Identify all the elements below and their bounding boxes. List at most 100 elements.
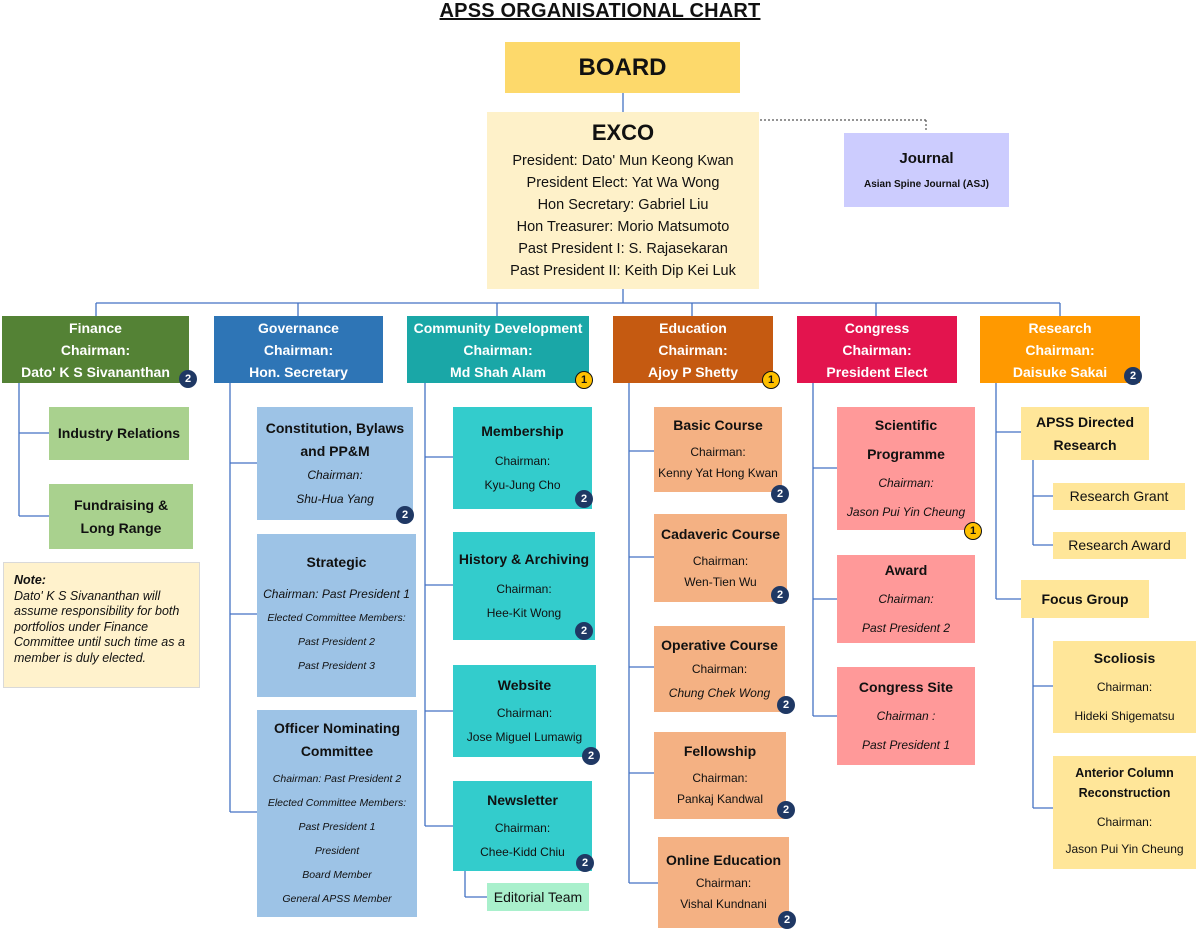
award-role: Chairman: [878, 591, 934, 606]
fellowship-role: Chairman: [692, 771, 748, 785]
research-name: Research [1028, 319, 1092, 336]
note-heading: Note: [14, 573, 46, 587]
site-title: Congress Site [858, 678, 954, 695]
constitution-person: Shu-Hua Yang [296, 491, 374, 506]
nominating-elected: Elected Committee Members: [267, 796, 407, 809]
badge-one: 1 [762, 371, 780, 389]
online-role: Chairman: [695, 876, 752, 890]
journal-title: Journal [899, 150, 954, 167]
cadaveric-course-box: Cadaveric Course Chairman: Wen-Tien Wu 2 [654, 514, 789, 604]
membership-role: Chairman: [494, 454, 551, 468]
newsletter-person: Chee-Kidd Chiu [480, 845, 565, 859]
badge-two: 2 [1124, 367, 1142, 385]
badge-two: 2 [576, 854, 594, 872]
site-person: Past President 1 [861, 737, 951, 752]
online-title: Online Education [665, 852, 782, 868]
basic-title: Basic Course [673, 417, 763, 433]
scientific-programme-box: Scientific Programme Chairman: Jason Pui… [837, 407, 982, 540]
journal-subtitle: Asian Spine Journal (ASJ) [863, 179, 990, 190]
apss-directed-research-box: APSS Directed Research [1021, 407, 1149, 460]
strategic-box: Strategic Chairman: Past President 1 Ele… [257, 534, 416, 697]
note-text: Dato' K S Sivananthan will assume respon… [14, 588, 185, 665]
strategic-chairman: Chairman: Past President 1 [263, 586, 410, 601]
newsletter-title: Newsletter [487, 792, 558, 808]
cadaveric-person: Wen-Tien Wu [684, 574, 757, 589]
site-role: Chairman : [876, 708, 936, 723]
fellowship-box: Fellowship Chairman: Pankaj Kandwal 2 [654, 732, 795, 819]
exco-box: EXCO President: Dato' Mun Keong Kwan Pre… [487, 112, 759, 289]
exco-president: President: Dato' Mun Keong Kwan [512, 153, 734, 169]
education-role: Chairman: [658, 341, 728, 358]
journal-box: Journal Asian Spine Journal (ASJ) [844, 133, 1009, 207]
research-award-box: Research Award [1053, 532, 1186, 559]
finance-role: Chairman: [60, 341, 131, 358]
industry-relations-label: Industry Relations [57, 425, 181, 442]
badge-two: 2 [777, 801, 795, 819]
online-education-box: Online Education Chairman: Vishal Kundna… [658, 837, 796, 929]
basic-course-box: Basic Course Chairman: Kenny Yat Hong Kw… [654, 407, 789, 503]
governance-person: Hon. Secretary [249, 363, 348, 380]
scientific-person: Jason Pui Yin Cheung [846, 504, 966, 519]
fundraising-label: Fundraising & Long Range [73, 496, 169, 536]
research-grant-box: Research Grant [1053, 483, 1185, 510]
cadaveric-title: Cadaveric Course [660, 525, 781, 542]
history-archiving-box: History & Archiving Chairman: Hee-Kit Wo… [453, 532, 595, 640]
community-head: Community Development Chairman: Md Shah … [407, 316, 593, 389]
officer-nominating-box: Officer Nominating Committee Chairman: P… [257, 710, 417, 917]
award-title: Award [884, 561, 928, 578]
scientific-title-1: Scientific [874, 416, 938, 433]
membership-box: Membership Chairman: Kyu-Jung Cho 2 [453, 407, 593, 509]
exco-hon-secretary: Hon Secretary: Gabriel Liu [537, 197, 709, 213]
badge-two: 2 [778, 911, 796, 929]
research-person: Daisuke Sakai [1012, 363, 1108, 380]
nominating-member-1: Past President 1 [298, 820, 376, 833]
nominating-title: Officer Nominating Committee [273, 719, 400, 759]
fellowship-title: Fellowship [683, 743, 757, 759]
exco-title: EXCO [591, 120, 655, 145]
badge-two: 2 [575, 622, 593, 640]
award-person: Past President 2 [861, 620, 951, 635]
congress-site-box: Congress Site Chairman : Past President … [837, 667, 975, 765]
strategic-title: Strategic [306, 554, 367, 571]
finance-person: Dato' K S Sivananthan [21, 363, 170, 380]
congress-role: Chairman: [842, 341, 912, 358]
chart-title: APSS ORGANISATIONAL CHART [439, 0, 761, 22]
nominating-member-3: Board Member [302, 868, 372, 881]
badge-two: 2 [179, 370, 197, 388]
constitution-role: Chairman: [307, 467, 363, 482]
governance-head: Governance Chairman: Hon. Secretary [214, 316, 383, 383]
badge-two: 2 [582, 747, 600, 765]
operative-title: Operative Course [661, 637, 778, 653]
scientific-role: Chairman: [878, 475, 934, 490]
cadaveric-role: Chairman: [692, 553, 749, 568]
nominating-chairman: Chairman: Past President 2 [272, 772, 402, 785]
finance-note: Note: Dato' K S Sivananthan will assume … [3, 562, 200, 688]
scientific-title-2: Programme [867, 445, 945, 462]
constitution-title: Constitution, Bylaws and PP&M [265, 419, 405, 459]
constitution-bylaws-box: Constitution, Bylaws and PP&M Chairman: … [257, 407, 414, 524]
badge-one: 1 [575, 371, 593, 389]
basic-person: Kenny Yat Hong Kwan [658, 466, 778, 480]
nominating-member-2: President [314, 844, 360, 857]
badge-two: 2 [575, 490, 593, 508]
history-role: Chairman: [496, 582, 552, 596]
website-role: Chairman: [496, 706, 553, 720]
nominating-member-4: General APSS Member [282, 892, 392, 905]
governance-name: Governance [258, 319, 339, 336]
finance-name: Finance [69, 319, 122, 336]
history-title: History & Archiving [458, 551, 590, 567]
strategic-elected: Elected Committee Members: [267, 611, 406, 624]
operative-course-box: Operative Course Chairman: Chung Chek Wo… [654, 626, 795, 714]
operative-person: Chung Chek Wong [668, 686, 771, 700]
anterior-role: Chairman: [1096, 814, 1153, 829]
website-box: Website Chairman: Jose Miguel Lumawig 2 [453, 665, 600, 765]
finance-head: Finance Chairman: Dato' K S Sivananthan … [2, 316, 197, 388]
education-person: Ajoy P Shetty [648, 363, 738, 380]
scoliosis-person: Hideki Shigematsu [1074, 708, 1175, 723]
badge-two: 2 [777, 696, 795, 714]
exco-president-elect: President Elect: Yat Wa Wong [526, 175, 720, 191]
community-name: Community Development [413, 319, 583, 336]
badge-two: 2 [396, 506, 414, 524]
editorial-team-box: Editorial Team [487, 883, 589, 911]
congress-name: Congress [844, 319, 910, 336]
